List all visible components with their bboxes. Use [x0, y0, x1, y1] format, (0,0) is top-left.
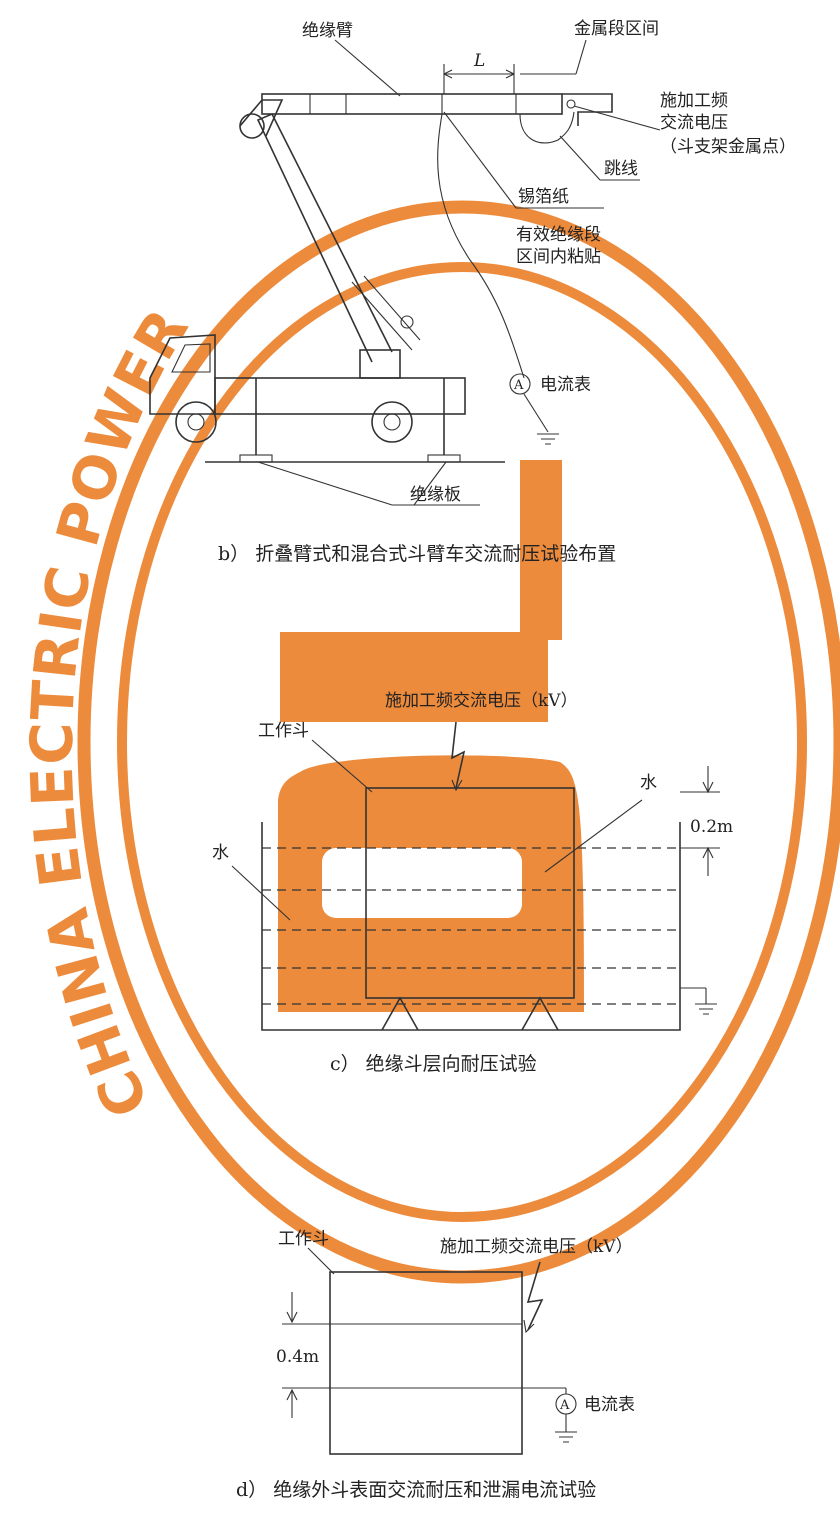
watermark-text: CHINA ELECTRIC POWER PRESS — [0, 0, 202, 1127]
voltage-arrow-d — [523, 1319, 535, 1334]
label-height: 0.4m — [276, 1347, 319, 1367]
voltage-lead-d — [526, 1261, 544, 1331]
rear-wheel-hub — [383, 413, 401, 431]
label-bucket-c: 工作斗 — [258, 721, 309, 741]
depth-arrow-top — [702, 766, 714, 794]
knuckle-link — [239, 99, 284, 137]
plate-leader-left — [257, 461, 393, 506]
watermark-outer-ellipse — [77, 200, 840, 1284]
label-effective-2: 区间内粘贴 — [516, 247, 601, 267]
label-apply-voltage-c: 施加工频交流电压（kV） — [385, 691, 578, 711]
bracket-metal-point — [566, 99, 576, 109]
jumper-label-leader — [559, 135, 601, 181]
foil-label-leader — [443, 111, 517, 209]
insulating-arm — [261, 93, 563, 115]
bucket-leader-d — [307, 1247, 335, 1275]
lower-boom-cylinder — [351, 275, 421, 351]
label-apply-voltage-2: 交流电压 — [660, 113, 728, 133]
figure-d-surface-test: 工作斗 施加工频交流电压（kV） 0.4m A 电流表 d） 绝缘外斗表面交流耐… — [236, 1229, 635, 1501]
label-tin-foil: 锡箔纸 — [518, 187, 569, 207]
water-tank — [261, 822, 681, 1031]
dim-arrow-bottom-d — [286, 1388, 298, 1418]
cab-window — [171, 343, 211, 373]
caption-b: b） 折叠臂式和混合式斗臂车交流耐压试验布置 — [218, 543, 616, 565]
ammeter-b-circle — [509, 373, 531, 395]
label-apply-voltage-3: （斗支架金属点） — [660, 137, 796, 157]
voltage-arrow-c — [451, 779, 463, 792]
work-bucket-d — [329, 1271, 523, 1455]
metal-section-leader — [575, 39, 587, 75]
support-right — [521, 996, 559, 1031]
truck-cab — [149, 334, 216, 415]
ground-symbol-c — [695, 1003, 717, 1015]
label-L: L — [473, 51, 485, 71]
insulating-plate-right — [427, 454, 461, 463]
ground-symbol-d — [555, 1431, 577, 1443]
label-apply-voltage-1: 施加工频 — [660, 91, 728, 111]
figure-b-bucket-truck: 绝缘臂 金属段区间 L 施加工频 交流电压 （斗支架金属点） 跳线 锡箔纸 有效… — [149, 19, 796, 565]
label-depth: 0.2m — [690, 817, 733, 837]
plate-leader-right — [413, 461, 447, 506]
caption-c: c） 绝缘斗层向耐压试验 — [330, 1053, 537, 1075]
watermark-inner-ellipse — [117, 262, 807, 1222]
water-right-leader — [544, 799, 643, 873]
dim-L-arrows — [443, 69, 515, 79]
support-left — [381, 996, 419, 1031]
caption-d: d） 绝缘外斗表面交流耐压和泄漏电流试验 — [236, 1479, 596, 1501]
boom-turret — [359, 349, 401, 379]
ammeter-d-symbol: A — [559, 1398, 570, 1413]
truck-chassis — [214, 377, 466, 415]
front-wheel-hub — [187, 413, 205, 431]
label-effective-1: 有效绝缘段 — [516, 225, 601, 245]
ammeter-lead — [437, 113, 525, 379]
label-ammeter-d: 电流表 — [584, 1395, 635, 1415]
label-water-left: 水 — [212, 843, 229, 863]
label-insulating-arm: 绝缘臂 — [302, 21, 353, 41]
voltage-label-leader — [573, 105, 661, 131]
label-bucket-d: 工作斗 — [278, 1229, 329, 1249]
dim-arrow-top-d — [286, 1292, 298, 1324]
water-left-leader — [231, 865, 291, 921]
work-bucket-c — [365, 787, 575, 999]
rear-wheel — [371, 401, 413, 443]
bucket-bracket — [562, 93, 613, 126]
label-metal-section: 金属段区间 — [574, 19, 659, 39]
jumper-wire — [519, 111, 575, 144]
label-water-right: 水 — [640, 773, 657, 793]
front-wheel — [175, 401, 217, 443]
insulating-plate-left — [239, 454, 273, 463]
depth-arrow-bottom — [702, 846, 714, 876]
watermark-logo-window — [322, 848, 522, 918]
lower-boom — [256, 112, 393, 363]
voltage-lead-c — [451, 721, 466, 789]
arm-label-leader — [334, 39, 401, 97]
ammeter-b-symbol: A — [513, 378, 524, 393]
label-insulating-plate: 绝缘板 — [410, 485, 461, 505]
ground-symbol-b — [537, 433, 559, 445]
label-jumper: 跳线 — [604, 159, 638, 179]
figure-c-layer-test: 施加工频交流电压（kV） 工作斗 水 水 0.2m c） 绝缘斗层向耐压试验 — [212, 691, 733, 1075]
watermark: CHINA ELECTRIC POWER PRESS — [0, 0, 840, 1284]
bucket-leader-c — [311, 739, 373, 793]
label-ammeter-b: 电流表 — [540, 375, 591, 395]
label-apply-voltage-d: 施加工频交流电压（kV） — [440, 1237, 633, 1257]
ground-lead-b — [523, 393, 549, 433]
boom-pivot — [400, 315, 414, 329]
